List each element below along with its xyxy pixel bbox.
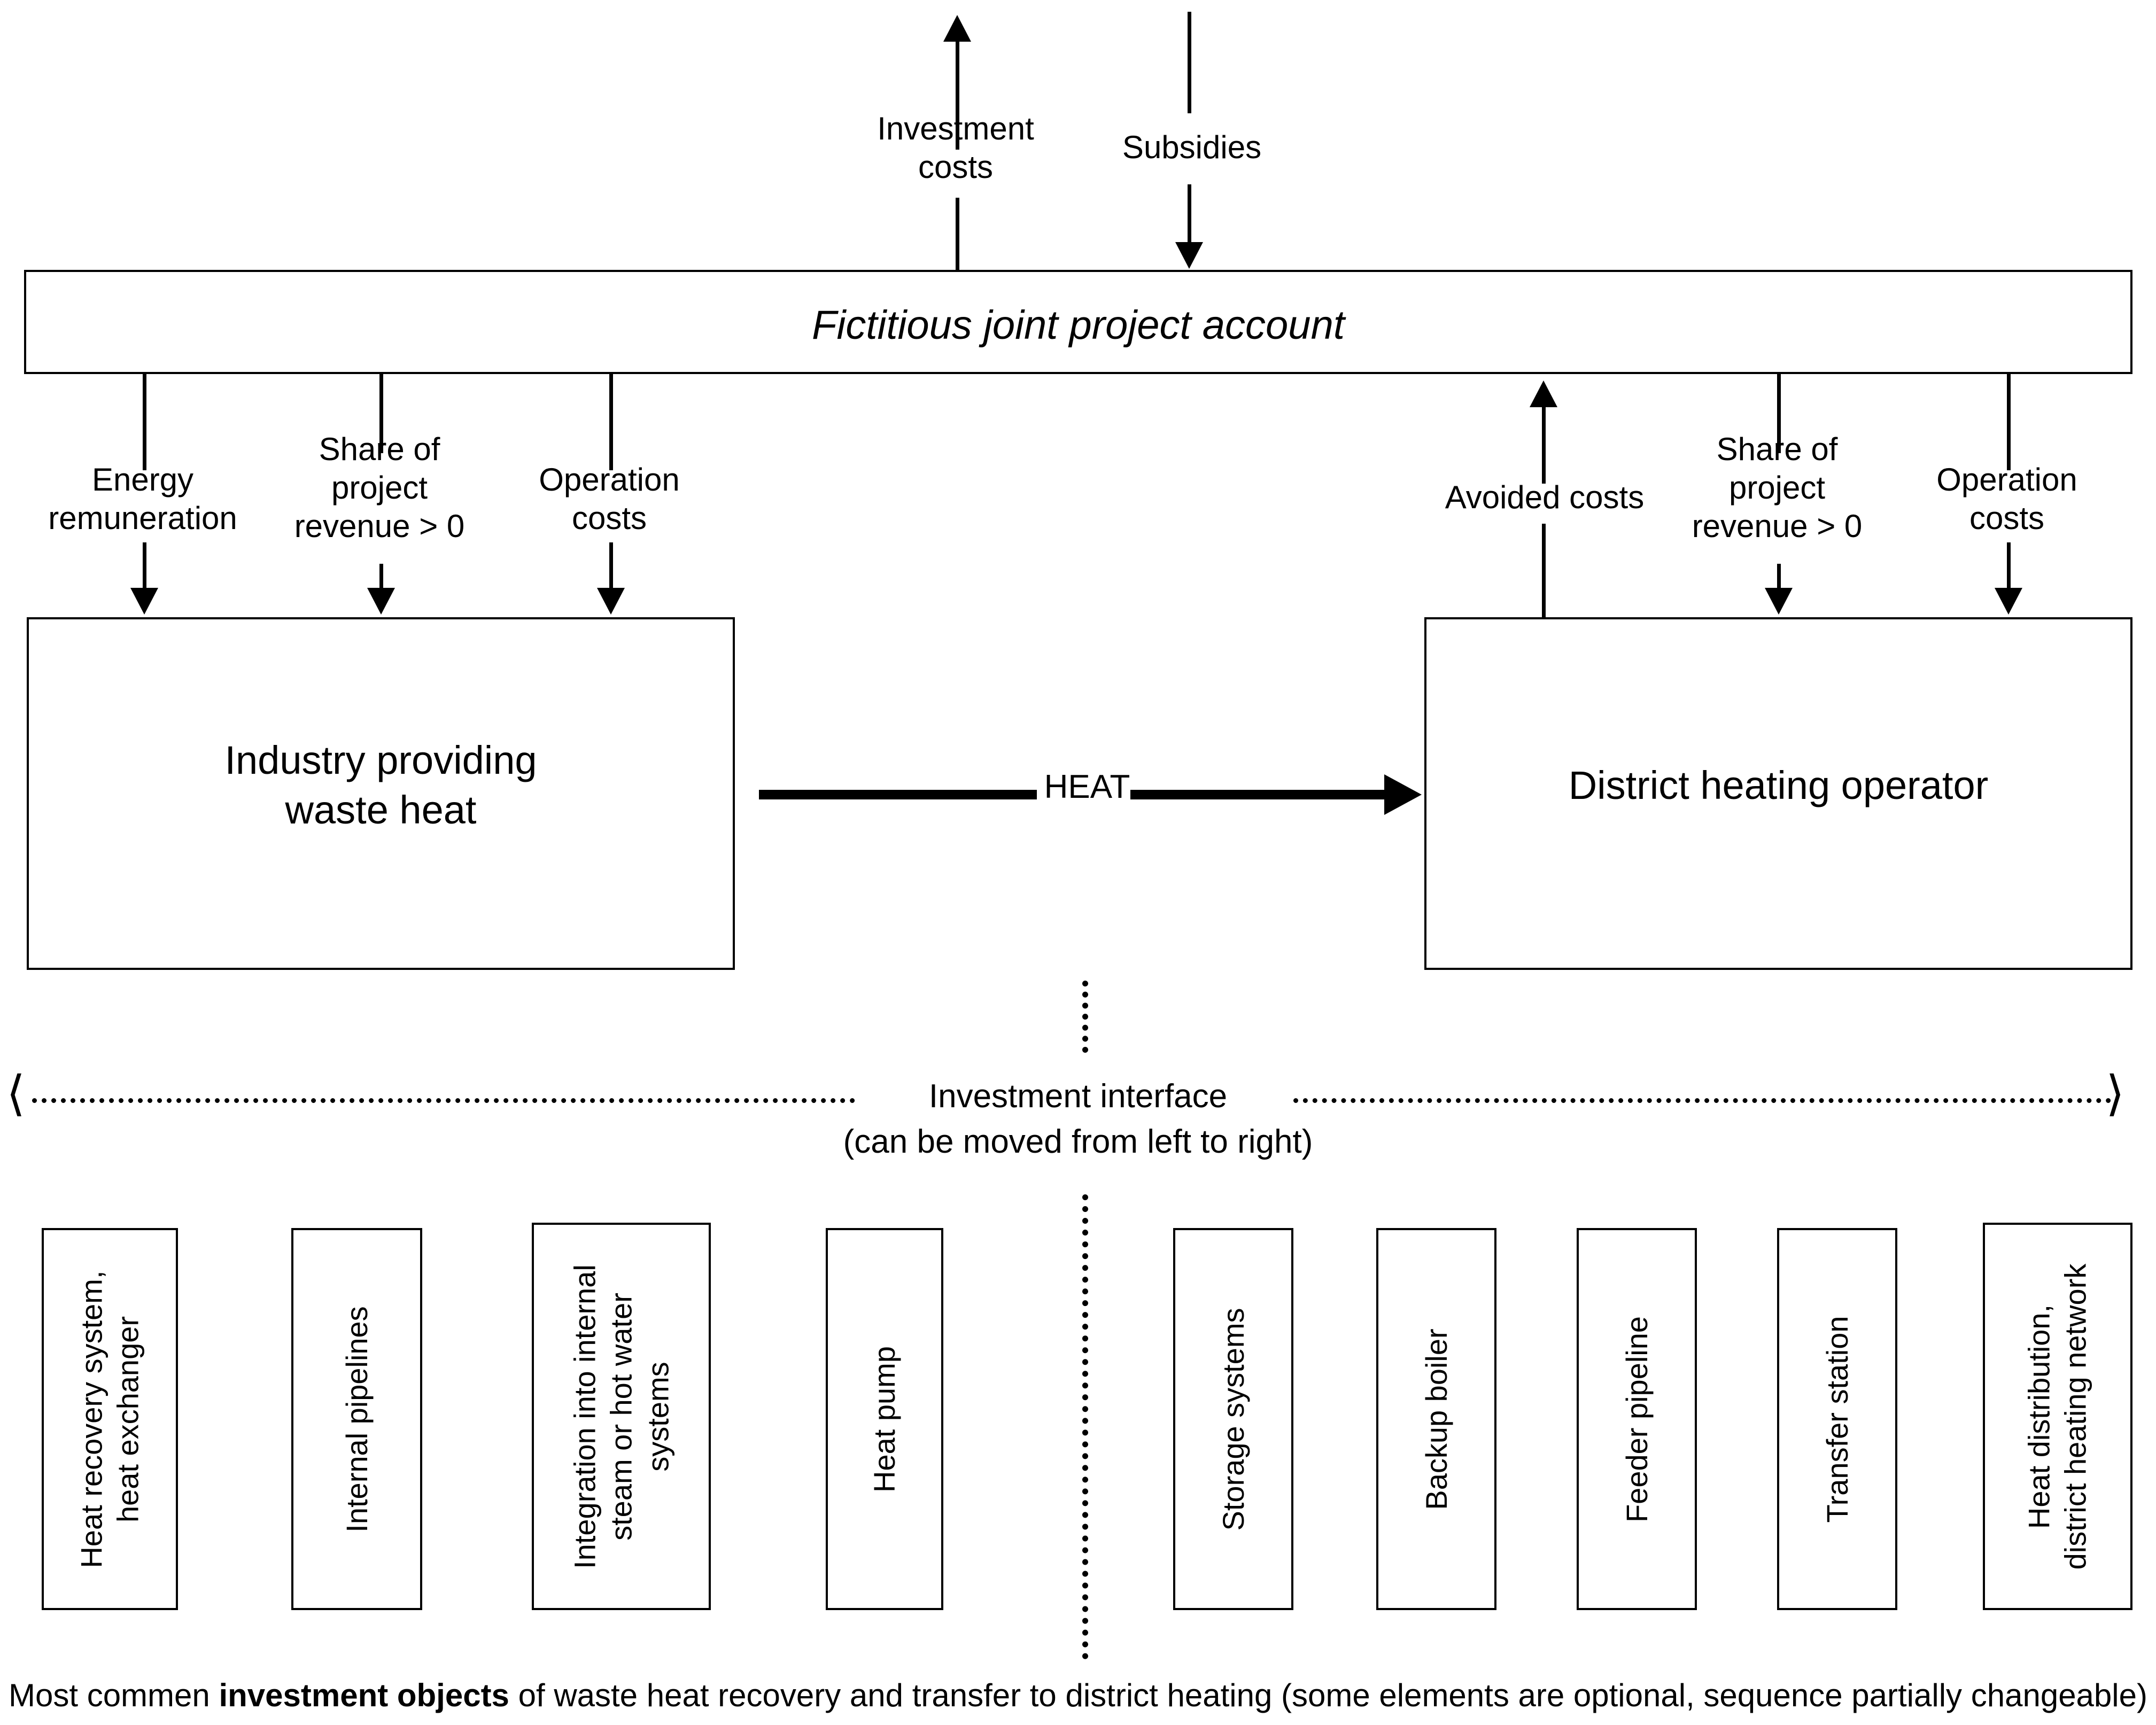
- right-share-revenue-line-upper: [1777, 374, 1781, 453]
- investment-interface-divider-upper: [1082, 981, 1088, 1053]
- caption-prefix: Most commen: [9, 1677, 219, 1713]
- right-share-revenue-label: Share of project revenue > 0: [1692, 431, 1863, 544]
- district-heating-operator-box: District heating operator: [1424, 617, 2132, 970]
- right-share-revenue-arrowhead: [1765, 588, 1793, 615]
- left-operation-costs-label: Operation costs: [539, 462, 680, 536]
- left-share-revenue-line-upper: [379, 374, 383, 453]
- investment-object-box[interactable]: Heat pump: [826, 1228, 943, 1610]
- investment-costs-line-lower: [956, 198, 959, 270]
- heat-arrow-shaft-right: [1130, 790, 1392, 799]
- left-share-revenue-line-lower: [379, 564, 383, 593]
- fictitious-joint-project-account-box: Fictitious joint project account: [24, 270, 2132, 374]
- investment-object-box[interactable]: Storage systems: [1173, 1228, 1293, 1610]
- investment-object-label: Heat pump: [867, 1346, 901, 1493]
- investment-costs-line-upper: [956, 40, 959, 150]
- avoided-costs-line-upper: [1542, 406, 1546, 484]
- avoided-costs-arrowhead: [1530, 380, 1557, 407]
- right-operation-costs-line-lower: [2007, 542, 2011, 593]
- investment-object-label: Internal pipelines: [339, 1306, 374, 1533]
- investment-interface-line2: (can be moved from left to right): [843, 1123, 1313, 1160]
- fictitious-joint-project-account-label: Fictitious joint project account: [812, 302, 1345, 348]
- subsidies-line-upper: [1188, 12, 1191, 113]
- subsidies-line-lower: [1188, 184, 1191, 246]
- right-share-revenue-line-lower: [1777, 564, 1781, 593]
- left-operation-costs-line-upper: [609, 374, 613, 470]
- left-operation-costs-arrowhead: [597, 588, 625, 615]
- energy-remuneration-line-lower: [143, 542, 146, 593]
- left-operation-costs-line-lower: [609, 542, 613, 593]
- avoided-costs-line-lower: [1542, 524, 1546, 617]
- energy-remuneration-line-upper: [143, 374, 146, 470]
- energy-remuneration-label: Energy remuneration: [48, 462, 237, 536]
- investment-object-label: Integration into internal steam or hot w…: [568, 1264, 674, 1569]
- interface-right-dotted-line: [1293, 1098, 2111, 1103]
- left-share-revenue-arrowhead: [367, 588, 395, 615]
- investment-costs-arrowhead: [943, 15, 971, 42]
- interface-right-arrowhead-icon: ⟩: [2106, 1067, 2125, 1121]
- investment-object-label: Feeder pipeline: [1619, 1316, 1654, 1522]
- investment-object-label: Storage systems: [1216, 1307, 1250, 1531]
- right-operation-costs-line-upper: [2007, 374, 2011, 470]
- interface-left-dotted-line: [32, 1098, 855, 1103]
- avoided-costs-label: Avoided costs: [1445, 479, 1645, 515]
- heat-arrow-shaft-left: [759, 790, 1042, 799]
- investment-object-box[interactable]: Heat distribution, district heating netw…: [1983, 1223, 2132, 1610]
- interface-left-arrowhead-icon: ⟨: [6, 1067, 26, 1121]
- investment-costs-label: Investment costs: [877, 111, 1034, 185]
- subsidies-label: Subsidies: [1122, 129, 1262, 165]
- investment-object-label: Heat recovery system, heat exchanger: [74, 1270, 145, 1568]
- caption-suffix: of waste heat recovery and transfer to d…: [509, 1677, 2147, 1713]
- investment-object-box[interactable]: Feeder pipeline: [1577, 1228, 1697, 1610]
- subsidies-arrowhead: [1175, 242, 1203, 269]
- heat-arrow-head: [1384, 774, 1422, 815]
- investment-object-box[interactable]: Heat recovery system, heat exchanger: [42, 1228, 178, 1610]
- industry-providing-waste-heat-label: Industry providing waste heat: [224, 738, 537, 832]
- investment-object-label: Heat distribution, district heating netw…: [2022, 1263, 2092, 1569]
- industry-providing-waste-heat-box: Industry providing waste heat: [27, 617, 735, 970]
- district-heating-operator-label: District heating operator: [1568, 763, 1989, 807]
- investment-object-box[interactable]: Backup boiler: [1376, 1228, 1496, 1610]
- investment-object-box[interactable]: Transfer station: [1777, 1228, 1897, 1610]
- caption-bold: investment objects: [219, 1677, 509, 1713]
- left-share-revenue-label: Share of project revenue > 0: [294, 431, 465, 544]
- investment-object-box[interactable]: Integration into internal steam or hot w…: [532, 1223, 711, 1610]
- heat-arrow-label: HEAT: [1037, 768, 1137, 806]
- investment-interface-line1: Investment interface: [928, 1078, 1228, 1115]
- right-operation-costs-label: Operation costs: [1936, 462, 2077, 536]
- energy-remuneration-arrowhead: [130, 588, 158, 615]
- investment-object-label: Transfer station: [1820, 1316, 1854, 1522]
- right-operation-costs-arrowhead: [1995, 588, 2022, 615]
- investment-object-label: Backup boiler: [1419, 1328, 1453, 1510]
- investment-object-box[interactable]: Internal pipelines: [291, 1228, 422, 1610]
- investment-interface-divider-lower: [1082, 1194, 1088, 1659]
- figure-caption: Most commen investment objects of waste …: [0, 1677, 2156, 1714]
